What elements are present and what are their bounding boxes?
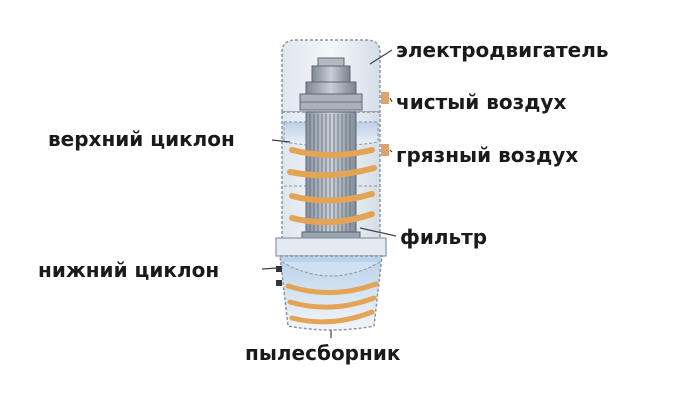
label-lower-cyclone: нижний циклон: [38, 258, 220, 282]
pointer-clean-air: [389, 97, 393, 103]
connector-ring: [275, 237, 387, 257]
label-pointers: [261, 49, 397, 338]
label-upper-cyclone: верхний циклон: [48, 127, 235, 151]
upper-air-swirl: [287, 147, 377, 226]
label-filter: фильтр: [400, 225, 488, 249]
label-dust-bin: пылесборник: [245, 341, 401, 365]
electric-motor: [299, 57, 363, 111]
label-clean-air: чистый воздух: [396, 90, 567, 114]
pointer-filter: [359, 227, 397, 237]
pointer-dirty-air: [389, 149, 393, 153]
lower-air-swirl: [285, 281, 379, 325]
pointer-upper-cyclone: [271, 139, 291, 143]
label-electric-motor: электродвигатель: [396, 38, 609, 62]
clean-air-marker: [381, 92, 389, 156]
pointer-motor: [369, 49, 393, 65]
pointer-lower-cyclone: [261, 267, 279, 270]
label-dirty-air: грязный воздух: [396, 143, 579, 167]
